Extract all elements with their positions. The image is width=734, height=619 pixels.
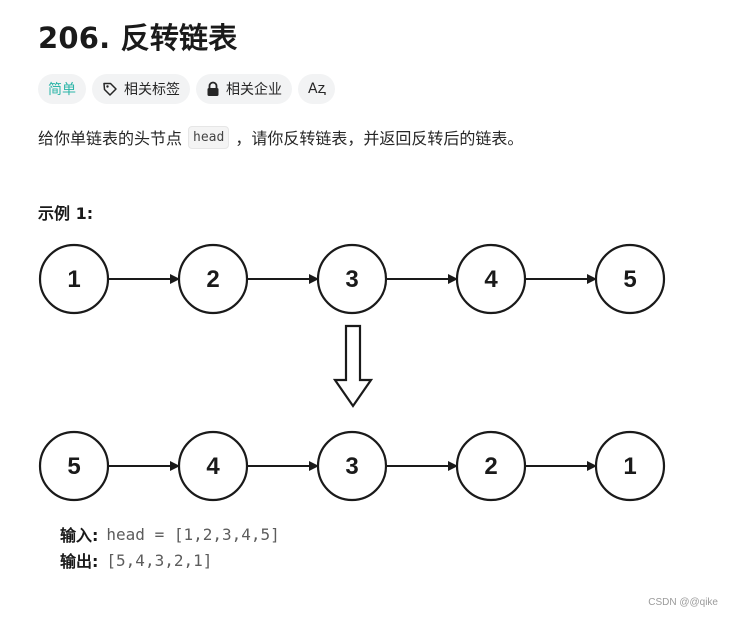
list-node-value: 5: [67, 453, 80, 480]
tag-row: 简单 相关标签 相关企业 Aⱬ: [38, 74, 335, 104]
difficulty-label: 简单: [48, 82, 76, 98]
example-title: 示例 1:: [38, 204, 94, 223]
related-companies-label: 相关企业: [226, 82, 282, 98]
list-node-value: 5: [623, 266, 636, 293]
list-node-value: 1: [67, 266, 80, 293]
translate-button[interactable]: Aⱬ: [298, 74, 335, 104]
input-value: head = [1,2,3,4,5]: [106, 524, 280, 544]
description-text-after: ，请你反转链表，并返回反转后的链表。: [235, 129, 524, 148]
example-output: 输出: [5,4,3,2,1]: [60, 548, 212, 572]
problem-description: 给你单链表的头节点 head ，请你反转链表，并返回反转后的链表。: [38, 125, 523, 149]
list-node-value: 2: [206, 266, 219, 293]
tag-icon: [102, 81, 118, 97]
list-node-circle: [594, 430, 666, 502]
list-node-value: 3: [345, 453, 358, 480]
list-node-value: 4: [484, 266, 498, 293]
original-list: 1 2 3 4 5: [38, 243, 666, 315]
list-node-value: 1: [623, 453, 636, 480]
lock-icon: [206, 81, 220, 97]
list-node-value: 4: [206, 453, 220, 480]
output-value: [5,4,3,2,1]: [106, 550, 213, 570]
list-node-value: 3: [345, 266, 358, 293]
list-node-circle: [594, 243, 666, 315]
reversed-list: 5 4 3 2 1: [38, 430, 666, 502]
problem-title: 206. 反转链表: [38, 21, 238, 55]
translate-icon: Aⱬ: [308, 81, 325, 97]
input-label: 输入:: [60, 526, 99, 545]
linked-list-diagram: 1 2 3 4 5 5 4 3 2 1: [38, 243, 666, 502]
difficulty-badge[interactable]: 简单: [38, 74, 86, 104]
output-label: 输出:: [60, 552, 99, 571]
watermark: CSDN @@qike: [648, 597, 718, 608]
example-input: 输入: head = [1,2,3,4,5]: [60, 522, 280, 546]
list-node-value: 2: [484, 453, 497, 480]
related-companies-button[interactable]: 相关企业: [196, 74, 292, 104]
down-arrow: [332, 324, 374, 408]
description-text-before: 给你单链表的头节点: [38, 129, 183, 148]
inline-code-head: head: [188, 125, 230, 149]
related-tags-button[interactable]: 相关标签: [92, 74, 190, 104]
related-tags-label: 相关标签: [124, 82, 180, 98]
